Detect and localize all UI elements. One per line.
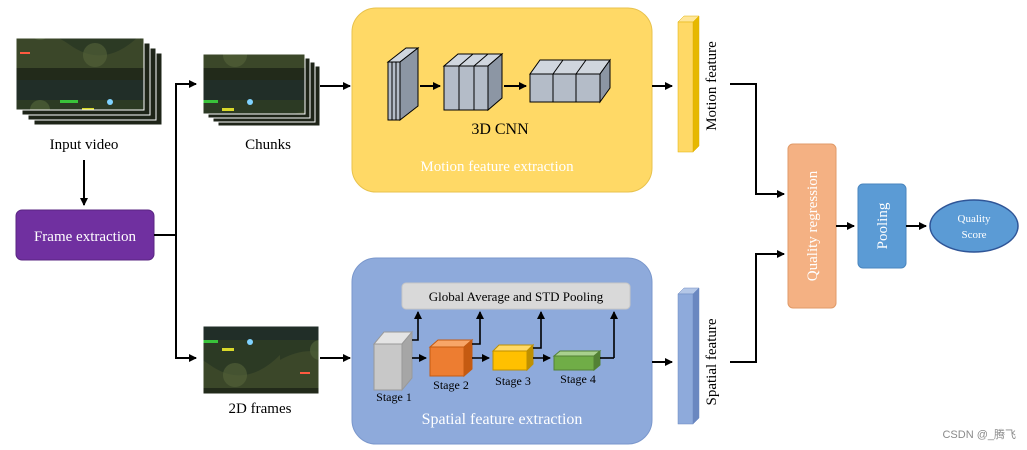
arrow-spatial-to-regression (730, 250, 785, 363)
spatial-feature-vector (677, 287, 700, 425)
video-frame-thumbnail (15, 37, 145, 111)
motion-block-title: Motion feature extraction (420, 159, 574, 175)
cnn-label: 3D CNN (471, 121, 529, 138)
chunks-label: Chunks (245, 137, 291, 153)
global-pooling-box (401, 282, 631, 310)
stage-4-label: Stage 4 (560, 372, 596, 386)
cnn-layer-3 (529, 58, 611, 104)
pool-arrow-3 (533, 311, 545, 349)
watermark: CSDN @_腾飞 (942, 427, 1016, 441)
spatial-feature-label: Spatial feature (704, 318, 720, 405)
stage-2-label: Stage 2 (433, 378, 469, 392)
input-video-stack (15, 37, 163, 126)
pool-arrow-1 (412, 311, 422, 341)
arrow-to-2d-frames (175, 235, 197, 362)
cnn-layer-2 (442, 52, 504, 112)
frame-extraction-box: Frame extraction (15, 209, 155, 261)
pooling-label: Pooling (875, 202, 891, 249)
spatial-feature-extraction-block: Global Average and STD Pooling Stage 1 S… (351, 257, 653, 445)
stage-1-block (372, 330, 414, 392)
stage-4-block (552, 349, 602, 372)
global-pooling-label: Global Average and STD Pooling (429, 289, 604, 304)
quality-score-node: Quality Score (929, 199, 1019, 253)
spatial-block-title: Spatial feature extraction (422, 411, 583, 428)
frames-2d-thumbnail (202, 325, 320, 395)
chunks-stack (202, 53, 321, 127)
stage-3-block (491, 343, 535, 372)
quality-regression-box: Quality regression (787, 143, 837, 309)
pool-arrow-2 (472, 311, 484, 345)
frames-2d-label: 2D frames (229, 401, 292, 417)
motion-feature-extraction-block: 3D CNN Motion feature extraction (351, 7, 653, 193)
stage-1-label: Stage 1 (376, 390, 412, 404)
chunk-frame-thumbnail (202, 53, 306, 115)
stage-2-block (428, 338, 474, 378)
frame-extraction-label: Frame extraction (34, 229, 137, 245)
arrow-motion-to-regression (730, 83, 785, 198)
cnn-layer-1 (386, 46, 420, 122)
motion-feature-label: Motion feature (704, 41, 720, 131)
arrow-to-chunks (154, 80, 197, 236)
quality-score-line2: Score (961, 229, 986, 241)
stage-3-label: Stage 3 (495, 374, 531, 388)
motion-feature-vector (677, 15, 700, 153)
input-video-label: Input video (50, 137, 119, 153)
quality-regression-label: Quality regression (805, 170, 821, 281)
pooling-box: Pooling (857, 183, 907, 269)
quality-score-line1: Quality (958, 213, 991, 225)
